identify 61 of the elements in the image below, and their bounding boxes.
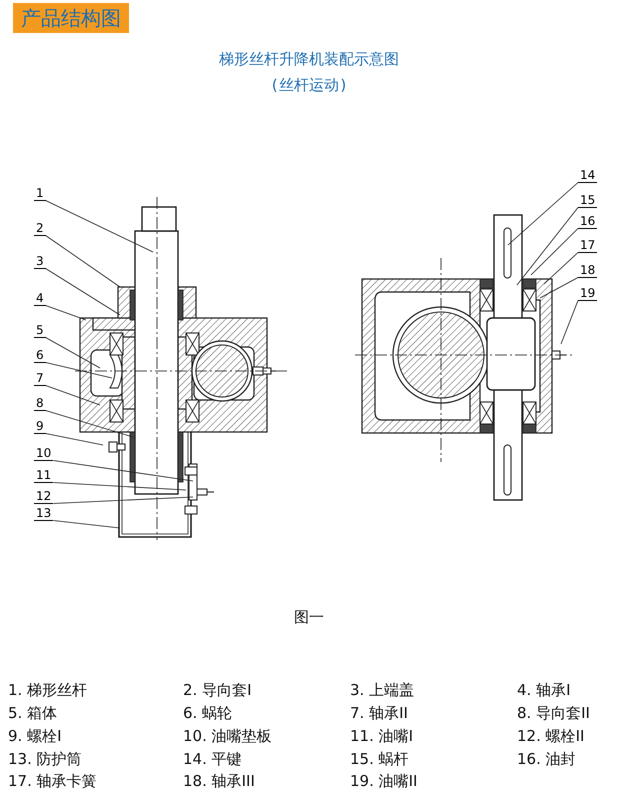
part-list-item: 17. 轴承卡簧 <box>8 772 97 790</box>
callout-number: 13 <box>34 506 54 521</box>
part-list-item: 2. 导向套I <box>183 681 252 699</box>
leader-line <box>45 433 104 446</box>
leader-line <box>45 410 134 438</box>
callout-number: 5 <box>34 323 46 338</box>
part-list-item: 4. 轴承I <box>517 681 571 699</box>
callout-number: 2 <box>34 221 46 236</box>
callout-number: 4 <box>34 291 46 306</box>
leader-line <box>45 268 120 316</box>
leader-line <box>560 300 578 344</box>
callout-number: 7 <box>34 371 46 386</box>
part-list-item: 13. 防护筒 <box>8 750 82 768</box>
leader-line <box>530 228 578 276</box>
leader-line <box>45 305 86 320</box>
leader-line <box>45 385 100 406</box>
callout-number: 12 <box>34 489 54 504</box>
callout-number: 9 <box>34 419 46 434</box>
callout-number: 11 <box>34 468 54 483</box>
callout-number: 19 <box>578 286 598 301</box>
diagram-title: 梯形丝杆升降机装配示意图 <box>218 50 400 69</box>
leader-line <box>52 496 194 504</box>
leader-line <box>45 200 154 252</box>
leader-line <box>544 252 578 284</box>
callout-number: 8 <box>34 396 46 411</box>
leader-line <box>45 337 100 368</box>
part-list-item: 14. 平键 <box>183 750 242 768</box>
callout-number: 18 <box>578 263 598 278</box>
callout-number: 15 <box>578 193 598 208</box>
part-list-item: 3. 上端盖 <box>350 681 414 699</box>
callout-number: 14 <box>578 168 598 183</box>
part-list-item: 19. 油嘴II <box>350 772 418 790</box>
part-list-item: 9. 螺栓I <box>8 727 62 745</box>
leader-line <box>540 277 578 298</box>
part-list-item: 7. 轴承II <box>350 704 408 722</box>
callout-number: 16 <box>578 214 598 229</box>
figure-label: 图一 <box>293 608 325 626</box>
part-list-item: 8. 导向套II <box>517 704 590 722</box>
part-list-item: 18. 轴承III <box>183 772 255 790</box>
leader-line <box>52 482 186 490</box>
callout-number: 1 <box>34 186 46 201</box>
part-list-item: 15. 蜗杆 <box>350 750 409 768</box>
leader-line <box>516 207 578 286</box>
part-list-item: 11. 油嘴I <box>350 727 414 745</box>
callout-number: 17 <box>578 238 598 253</box>
leader-line <box>45 362 112 378</box>
leader-line <box>52 520 120 528</box>
part-list-item: 16. 油封 <box>517 750 576 768</box>
part-list-item: 10. 油嘴垫板 <box>183 727 272 745</box>
diagram-subtitle: (丝杆运动) <box>268 76 350 95</box>
leader-line <box>45 235 120 288</box>
part-list-item: 12. 螺栓II <box>517 727 584 745</box>
part-list-item: 1. 梯形丝杆 <box>8 681 88 699</box>
part-list-item: 5. 箱体 <box>8 704 58 722</box>
part-list-item: 6. 蜗轮 <box>183 704 232 722</box>
callout-number: 10 <box>34 446 54 461</box>
callout-number: 6 <box>34 348 46 363</box>
callout-number: 3 <box>34 254 46 269</box>
section-tag: 产品结构图 <box>13 3 129 33</box>
leader-line <box>508 182 578 246</box>
leader-line <box>52 460 194 482</box>
